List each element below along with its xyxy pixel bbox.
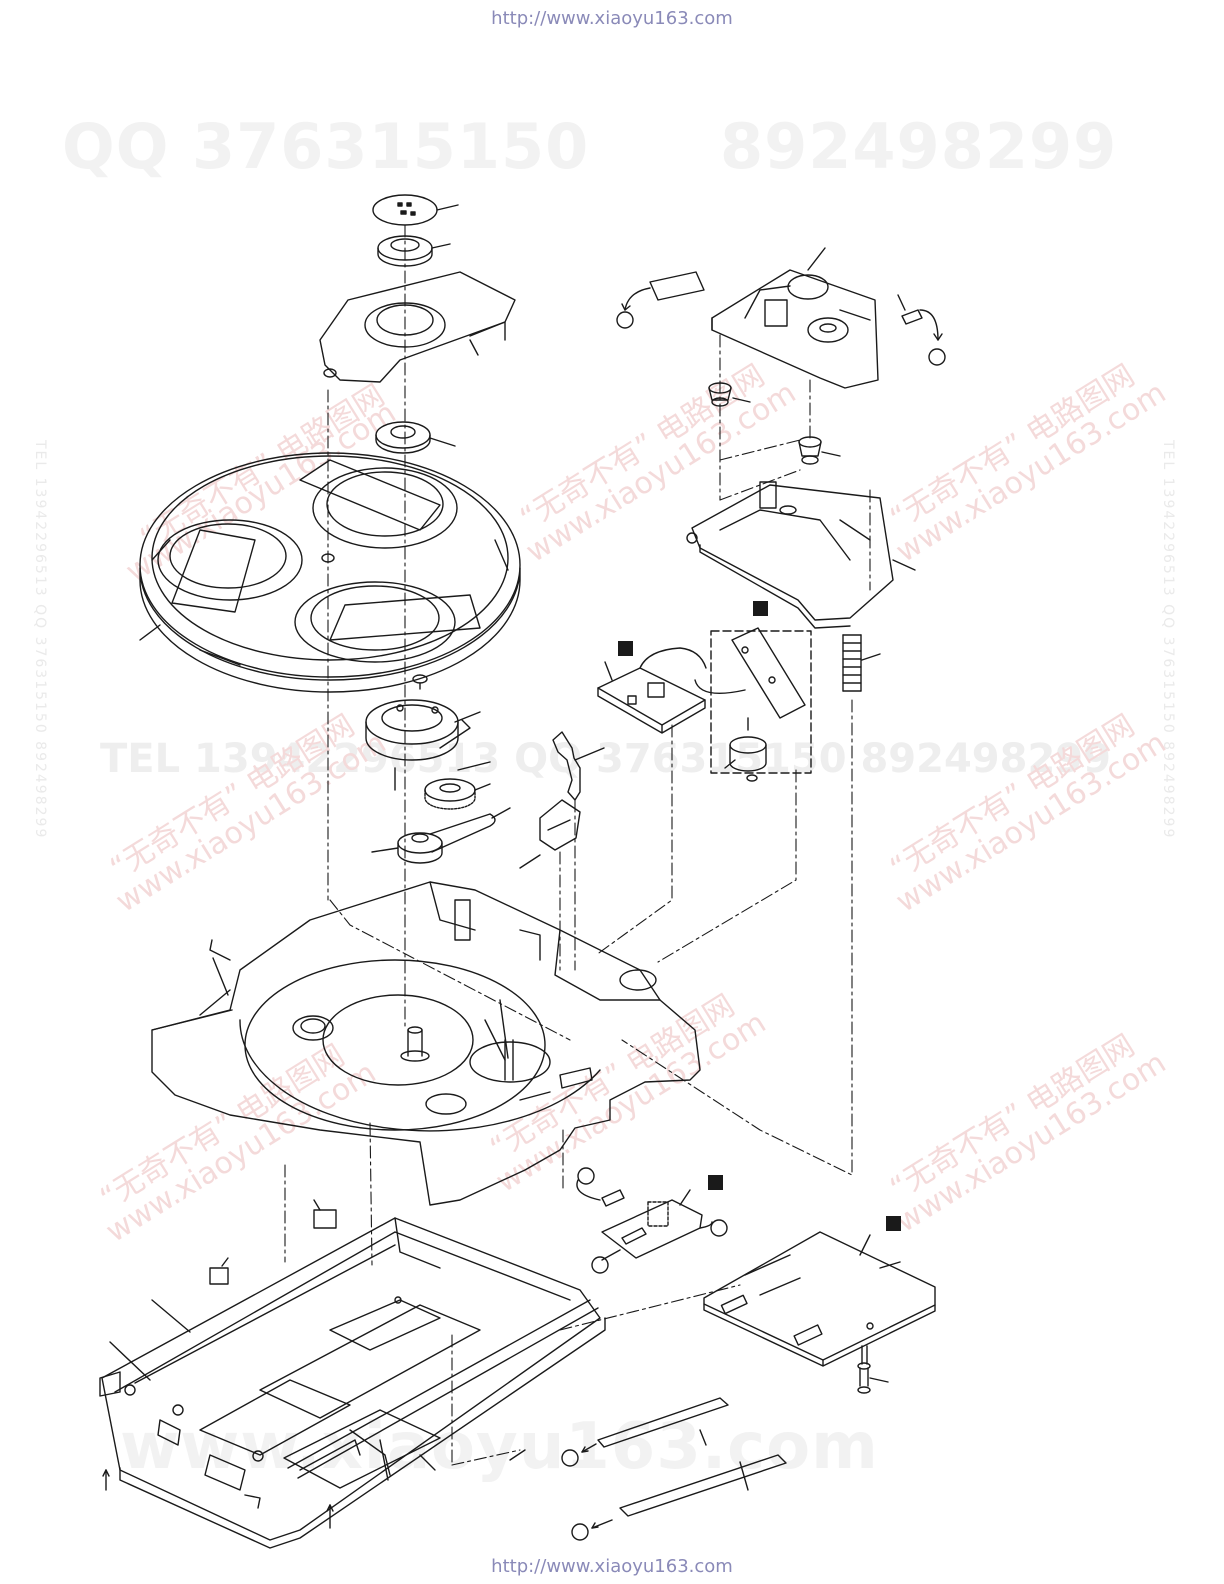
clamper-holder bbox=[319, 271, 516, 383]
spring bbox=[842, 634, 881, 692]
flat-cables bbox=[581, 1397, 787, 1529]
connector-right-top bbox=[897, 294, 943, 341]
pickup-chassis bbox=[686, 481, 916, 629]
motor-assembly-box bbox=[710, 630, 812, 774]
connector-mark-a-top bbox=[616, 311, 634, 329]
leader-lines-tray bbox=[102, 1199, 526, 1529]
tray-sensor-block bbox=[313, 1209, 337, 1229]
leader-lines-chassis bbox=[212, 957, 509, 1061]
leader-lines-top-left bbox=[429, 204, 479, 447]
watermark-qq-left: QQ 376315150 bbox=[62, 110, 590, 183]
leader-tray bbox=[139, 624, 161, 641]
pcb-small-top bbox=[597, 641, 707, 734]
cam-gear-assembly bbox=[365, 699, 471, 761]
connector-mark-b-mid bbox=[710, 1219, 728, 1237]
disc-tray-turntable bbox=[139, 452, 521, 693]
connector-mark-a-bottom bbox=[561, 1449, 579, 1467]
loading-tray bbox=[99, 1209, 606, 1549]
drive-gear-top bbox=[375, 421, 431, 454]
pulley-and-belt bbox=[397, 813, 496, 864]
optical-pickup-assembly bbox=[711, 247, 879, 389]
connector-mark-a-mid bbox=[577, 1167, 595, 1185]
leader-lines-gears bbox=[371, 711, 511, 853]
slide-lever bbox=[552, 731, 605, 801]
intermediate-gear bbox=[424, 778, 476, 810]
connector-mark-b-bottom bbox=[571, 1523, 589, 1541]
damper-left bbox=[708, 382, 751, 407]
footer-url[interactable]: http://www.xiaoyu163.com bbox=[491, 1556, 733, 1577]
clamper-disc bbox=[372, 194, 438, 226]
damper-right bbox=[798, 436, 841, 465]
pcb-middle bbox=[576, 1175, 723, 1261]
watermark-qq-right: 892498299 bbox=[720, 110, 1118, 183]
reference-mark-square-1 bbox=[753, 601, 768, 616]
main-chassis bbox=[151, 881, 701, 1206]
header-url[interactable]: http://www.xiaoyu163.com bbox=[491, 8, 733, 29]
watermark-bottom-url: www.xiaoyu163.com bbox=[120, 1410, 879, 1484]
motor-bracket-and-motor bbox=[694, 627, 806, 782]
switch-lever bbox=[519, 799, 581, 869]
connector-mark-c-mid bbox=[591, 1256, 609, 1274]
spindle-clip bbox=[412, 674, 428, 690]
connector-mark-b-top bbox=[928, 348, 946, 366]
watermark-tel-mid: TEL 13942296513 QQ 376315150 892498299 bbox=[100, 736, 1111, 782]
alignment-dash-lines bbox=[284, 224, 871, 1466]
main-pcb bbox=[703, 1216, 936, 1394]
flex-cable-top bbox=[621, 271, 705, 311]
tray-pad bbox=[209, 1267, 229, 1285]
